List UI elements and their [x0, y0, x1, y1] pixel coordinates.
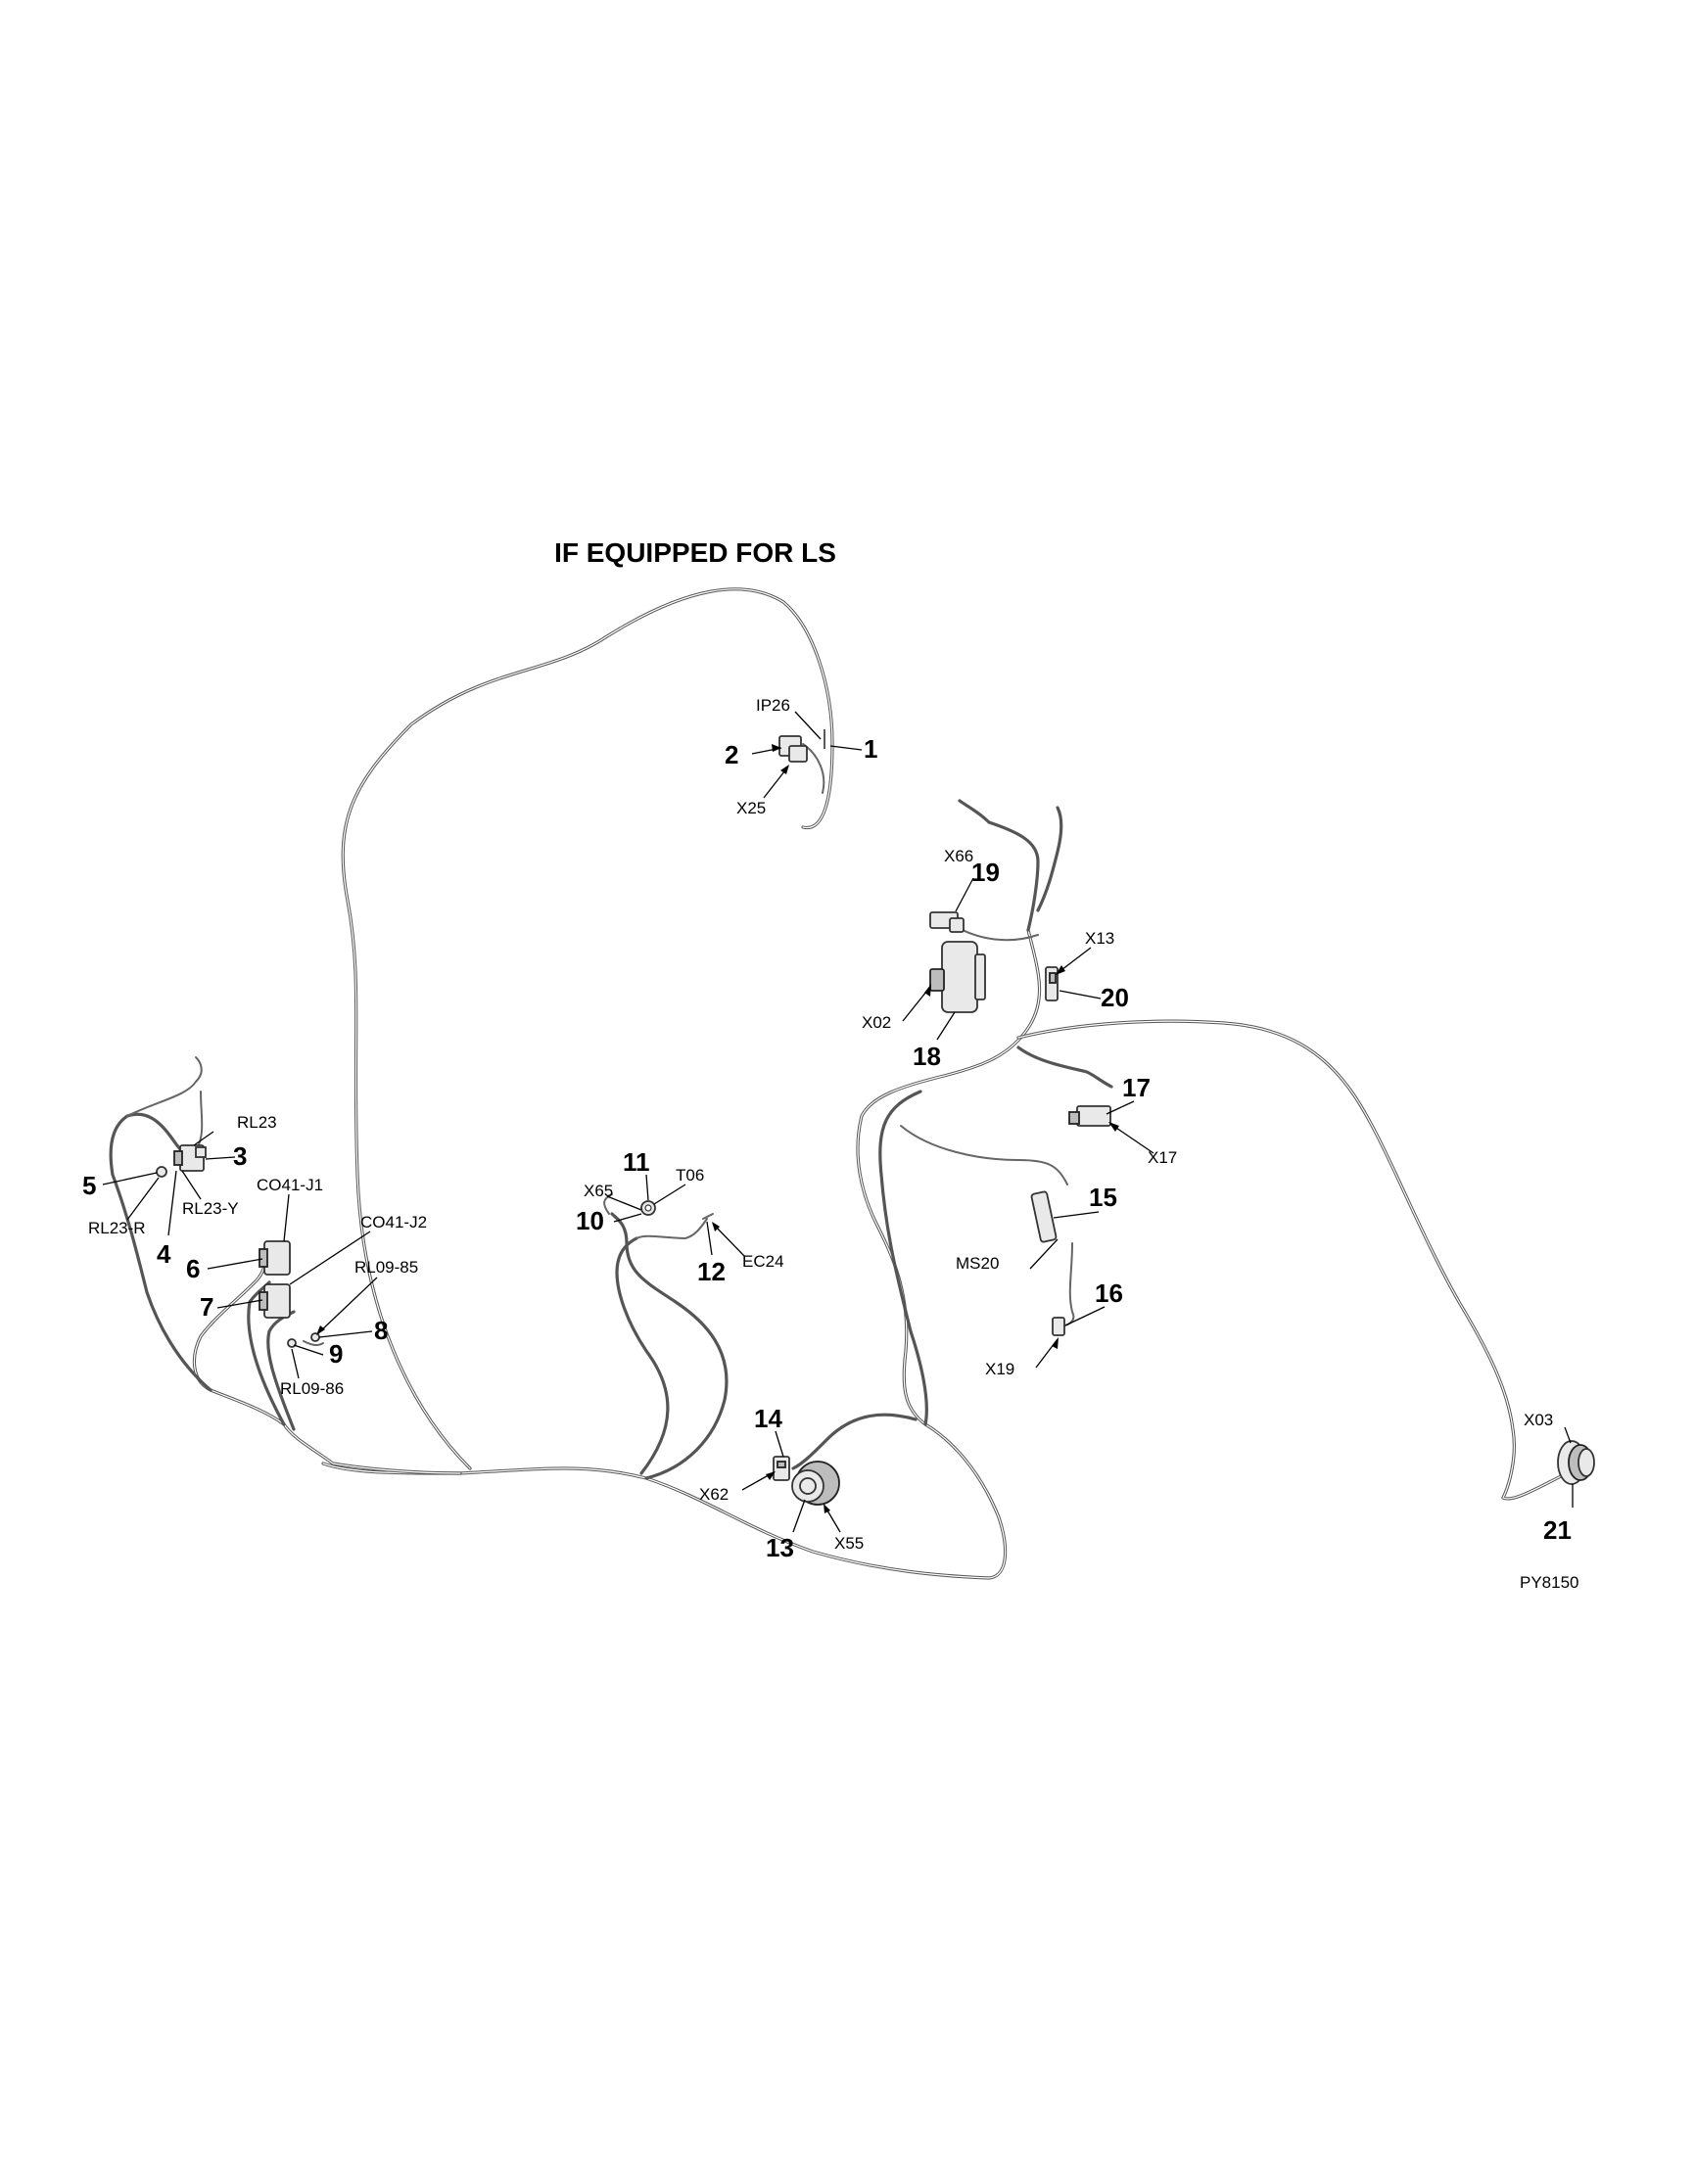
callout-9: 9	[329, 1339, 343, 1369]
connector-x03	[1557, 1440, 1595, 1485]
connector-co41-j1	[259, 1240, 291, 1276]
code-ec24: EC24	[742, 1252, 784, 1271]
code-ip26: IP26	[756, 696, 790, 715]
sensor-ms20	[1030, 1190, 1058, 1243]
code-rl23-r: RL23-R	[88, 1219, 146, 1237]
connector-x25	[778, 729, 825, 763]
callout-17: 17	[1122, 1073, 1151, 1102]
code-t06: T06	[676, 1166, 704, 1185]
terminal-ec24	[702, 1213, 714, 1220]
components	[156, 729, 1595, 1506]
code-ms20: MS20	[956, 1254, 999, 1273]
callout-4: 4	[157, 1239, 171, 1269]
code-co41-j2: CO41-J2	[360, 1213, 427, 1231]
callout-13: 13	[766, 1533, 794, 1562]
code-rl09-85: RL09-85	[354, 1258, 418, 1277]
callout-16: 16	[1095, 1278, 1123, 1308]
callout-2: 2	[725, 740, 738, 769]
callout-6: 6	[186, 1254, 200, 1283]
connector-x19	[1052, 1317, 1065, 1336]
code-rl09-86: RL09-86	[280, 1379, 344, 1398]
terminal-t06	[640, 1200, 656, 1216]
leader-lines	[102, 711, 1574, 1533]
code-x17: X17	[1148, 1148, 1177, 1167]
component-x55	[791, 1461, 840, 1506]
code-x66: X66	[944, 847, 973, 865]
callout-19: 19	[971, 858, 1000, 887]
callout-18: 18	[913, 1042, 941, 1071]
code-x65: X65	[584, 1182, 613, 1200]
code-x25: X25	[736, 799, 766, 817]
diagram-title: IF EQUIPPED FOR LS	[554, 537, 836, 568]
relay-rl23	[173, 1144, 207, 1172]
code-rl23-y: RL23-Y	[182, 1199, 239, 1218]
callout-21: 21	[1543, 1515, 1572, 1545]
drawing-id: PY8150	[1520, 1573, 1579, 1592]
code-rl23: RL23	[237, 1113, 277, 1132]
code-x55: X55	[834, 1534, 864, 1553]
callout-20: 20	[1101, 983, 1129, 1012]
callout-7: 7	[200, 1292, 213, 1322]
terminal-rl23-r	[156, 1166, 167, 1178]
code-x03: X03	[1524, 1411, 1553, 1429]
code-x62: X62	[699, 1485, 729, 1504]
callout-numbers: 1 2 3 4 5 6 7 8 9 10 11 12 13 14 15 16 1…	[82, 734, 1572, 1562]
callout-15: 15	[1089, 1183, 1117, 1212]
code-co41-j1: CO41-J1	[257, 1176, 323, 1194]
callout-8: 8	[374, 1316, 388, 1345]
component-x02	[929, 941, 986, 1013]
callout-11: 11	[623, 1147, 650, 1177]
connector-x17	[1068, 1105, 1111, 1127]
callout-10: 10	[576, 1206, 604, 1235]
callout-3: 3	[233, 1141, 247, 1171]
connector-x62	[773, 1456, 790, 1481]
callout-1: 1	[864, 734, 877, 764]
callout-14: 14	[754, 1404, 782, 1433]
harness-wires	[109, 587, 1569, 1580]
connector-co41-j2	[259, 1283, 291, 1319]
connector-codes: IP26 X25 X66 X13 X02 X17 MS20 X19 X03 X6…	[88, 696, 1553, 1553]
callout-12: 12	[697, 1257, 726, 1286]
connector-x66	[929, 911, 965, 933]
callout-5: 5	[82, 1171, 96, 1200]
code-x13: X13	[1085, 929, 1114, 948]
code-x02: X02	[862, 1013, 891, 1032]
connector-x13	[1045, 966, 1059, 1001]
code-x19: X19	[985, 1360, 1014, 1378]
